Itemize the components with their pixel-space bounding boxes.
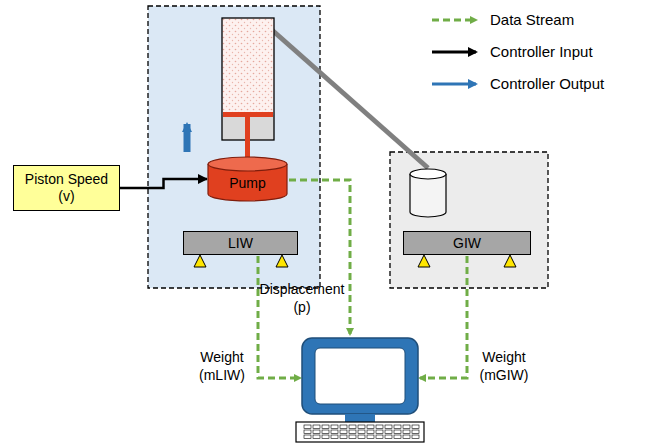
legend-text: Controller Input bbox=[490, 43, 593, 60]
node-text: Piston Speed (v) bbox=[19, 171, 114, 205]
node-text: Pump bbox=[229, 175, 266, 192]
receiver-panel bbox=[390, 152, 548, 288]
legend-sample bbox=[432, 51, 476, 54]
legend-text: Controller Output bbox=[490, 75, 604, 92]
monitor-stand bbox=[345, 414, 375, 422]
pump-cylinder: Pump bbox=[207, 156, 288, 202]
signal-label: Weight (mGIW) bbox=[472, 348, 536, 384]
signal-label: Displacement (p) bbox=[258, 280, 346, 316]
output-arrow bbox=[184, 124, 191, 152]
monitor-screen bbox=[315, 348, 405, 404]
scale-foot bbox=[194, 255, 206, 267]
scale-foot bbox=[504, 255, 516, 267]
data-stream bbox=[420, 256, 467, 378]
data-stream bbox=[258, 256, 300, 378]
keyboard bbox=[296, 422, 424, 442]
piston-rod bbox=[245, 115, 250, 163]
scale-foot bbox=[418, 255, 430, 267]
syringe-fluid bbox=[222, 18, 274, 115]
signal-label: Weight (mLIW) bbox=[190, 348, 254, 384]
node-text: LIW bbox=[228, 235, 253, 252]
legend-text: Data Stream bbox=[490, 11, 574, 28]
tubing bbox=[272, 30, 428, 168]
cup bbox=[410, 174, 446, 217]
keyboard-keys bbox=[304, 425, 419, 439]
input-box: Piston Speed (v) bbox=[13, 165, 120, 211]
node-text: GIW bbox=[453, 235, 481, 252]
legend-sample bbox=[432, 19, 476, 22]
cup-rim bbox=[410, 169, 446, 179]
controller-input-arrow bbox=[120, 179, 207, 188]
legend-sample bbox=[432, 83, 476, 86]
scale-bar: GIW bbox=[403, 231, 531, 255]
monitor-frame bbox=[302, 338, 418, 414]
scale-bar: LIW bbox=[183, 231, 298, 255]
scale-foot bbox=[276, 255, 288, 267]
